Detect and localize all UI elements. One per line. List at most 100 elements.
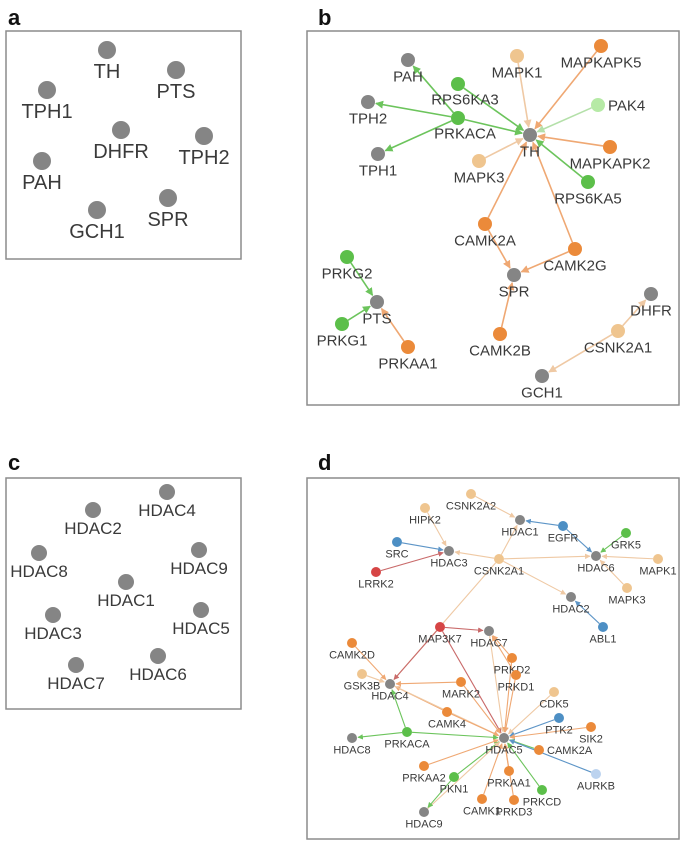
node-csnk2a2[interactable] bbox=[466, 489, 476, 499]
node-camk2d[interactable] bbox=[347, 638, 357, 648]
node-label-hdac7: HDAC7 bbox=[470, 637, 507, 649]
node-label-ptk2: PTK2 bbox=[545, 724, 573, 736]
node-pts[interactable] bbox=[370, 295, 384, 309]
node-camk2a[interactable] bbox=[534, 745, 544, 755]
node-prkd1[interactable] bbox=[511, 670, 521, 680]
node-hdac6[interactable] bbox=[591, 551, 601, 561]
node-label-tph2: TPH2 bbox=[178, 147, 229, 169]
edge-rps6ka5-th bbox=[535, 139, 584, 179]
node-camk2g[interactable] bbox=[568, 242, 582, 256]
node-camk4[interactable] bbox=[442, 707, 452, 717]
node-hdac1[interactable] bbox=[118, 574, 134, 590]
node-tph2[interactable] bbox=[195, 127, 213, 145]
node-hipk2[interactable] bbox=[420, 503, 430, 513]
node-hdac3[interactable] bbox=[444, 546, 454, 556]
node-tph2[interactable] bbox=[361, 95, 375, 109]
node-mapk1[interactable] bbox=[653, 554, 663, 564]
node-spr[interactable] bbox=[507, 268, 521, 282]
node-dhfr[interactable] bbox=[644, 287, 658, 301]
node-pah[interactable] bbox=[401, 53, 415, 67]
node-spr[interactable] bbox=[159, 189, 177, 207]
panel-b-network: PAHTPH2TPH1RPS6KA3PRKACAMAPK1MAPKAPK5PAK… bbox=[317, 39, 672, 401]
node-mapk3[interactable] bbox=[622, 583, 632, 593]
node-egfr[interactable] bbox=[558, 521, 568, 531]
node-sik2[interactable] bbox=[586, 722, 596, 732]
node-label-hdac6: HDAC6 bbox=[577, 562, 614, 574]
node-csnk2a1[interactable] bbox=[494, 554, 504, 564]
node-hdac2[interactable] bbox=[85, 502, 101, 518]
node-dhfr[interactable] bbox=[112, 121, 130, 139]
node-hdac6[interactable] bbox=[150, 648, 166, 664]
node-label-camk1: CAMK1 bbox=[463, 805, 501, 817]
node-rps6ka5[interactable] bbox=[581, 175, 595, 189]
node-hdac7[interactable] bbox=[68, 657, 84, 673]
node-label-prkaa2: PRKAA2 bbox=[402, 772, 445, 784]
node-hdac8[interactable] bbox=[347, 733, 357, 743]
node-label-dhfr: DHFR bbox=[630, 302, 672, 319]
node-hdac4[interactable] bbox=[159, 484, 175, 500]
node-pkn1[interactable] bbox=[449, 772, 459, 782]
node-hdac5[interactable] bbox=[193, 602, 209, 618]
node-prkd3[interactable] bbox=[509, 795, 519, 805]
node-hdac4[interactable] bbox=[385, 679, 395, 689]
node-camk2b[interactable] bbox=[493, 327, 507, 341]
node-label-camk2a: CAMK2A bbox=[547, 745, 593, 757]
node-rps6ka3[interactable] bbox=[451, 77, 465, 91]
node-label-pkn1: PKN1 bbox=[440, 783, 469, 795]
node-prkg1[interactable] bbox=[335, 317, 349, 331]
edge-prkg1-pts bbox=[347, 305, 371, 321]
node-prkg2[interactable] bbox=[340, 250, 354, 264]
node-mapkapk5[interactable] bbox=[594, 39, 608, 53]
node-pak4[interactable] bbox=[591, 98, 605, 112]
node-prkaa1[interactable] bbox=[401, 340, 415, 354]
node-hdac9[interactable] bbox=[191, 542, 207, 558]
node-mapk1[interactable] bbox=[510, 49, 524, 63]
edge-grk5-hdac6 bbox=[600, 535, 623, 553]
node-tph1[interactable] bbox=[371, 147, 385, 161]
node-prkaca[interactable] bbox=[402, 727, 412, 737]
node-hdac5[interactable] bbox=[499, 733, 509, 743]
node-prkaa1[interactable] bbox=[504, 766, 514, 776]
node-gch1[interactable] bbox=[535, 369, 549, 383]
node-label-hdac2: HDAC2 bbox=[64, 519, 122, 538]
node-hdac2[interactable] bbox=[566, 592, 576, 602]
node-camk2a[interactable] bbox=[478, 217, 492, 231]
edge-hdac9-hdac5 bbox=[427, 741, 500, 810]
node-label-rps6ka3: RPS6KA3 bbox=[431, 92, 499, 109]
node-lrrk2[interactable] bbox=[371, 567, 381, 577]
node-abl1[interactable] bbox=[598, 622, 608, 632]
node-hdac1[interactable] bbox=[515, 515, 525, 525]
node-label-hipk2: HIPK2 bbox=[409, 514, 441, 526]
node-csnk2a1[interactable] bbox=[611, 324, 625, 338]
node-src[interactable] bbox=[392, 537, 402, 547]
node-label-pts: PTS bbox=[157, 81, 196, 103]
node-mapkapk2[interactable] bbox=[603, 140, 617, 154]
node-th[interactable] bbox=[523, 128, 537, 142]
node-label-mapk3: MAPK3 bbox=[608, 594, 645, 606]
node-th[interactable] bbox=[98, 41, 116, 59]
node-hdac8[interactable] bbox=[31, 545, 47, 561]
node-prkcd[interactable] bbox=[537, 785, 547, 795]
node-prkaa2[interactable] bbox=[419, 761, 429, 771]
node-aurkb[interactable] bbox=[591, 769, 601, 779]
node-ptk2[interactable] bbox=[554, 713, 564, 723]
node-prkaca[interactable] bbox=[451, 111, 465, 125]
node-pts[interactable] bbox=[167, 61, 185, 79]
node-pah[interactable] bbox=[33, 152, 51, 170]
node-cdk5[interactable] bbox=[549, 687, 559, 697]
node-prkd2[interactable] bbox=[507, 653, 517, 663]
node-gsk3b[interactable] bbox=[357, 669, 367, 679]
node-hdac7[interactable] bbox=[484, 626, 494, 636]
node-camk1[interactable] bbox=[477, 794, 487, 804]
node-hdac3[interactable] bbox=[45, 607, 61, 623]
node-mark2[interactable] bbox=[456, 677, 466, 687]
node-map3k7[interactable] bbox=[435, 622, 445, 632]
node-hdac9[interactable] bbox=[419, 807, 429, 817]
node-grk5[interactable] bbox=[621, 528, 631, 538]
node-tph1[interactable] bbox=[38, 81, 56, 99]
node-label-csnk2a2: CSNK2A2 bbox=[446, 500, 496, 512]
node-mapk3[interactable] bbox=[472, 154, 486, 168]
node-label-camk2b: CAMK2B bbox=[469, 342, 531, 359]
edge-pkn1-hdac5 bbox=[457, 741, 500, 775]
node-gch1[interactable] bbox=[88, 201, 106, 219]
